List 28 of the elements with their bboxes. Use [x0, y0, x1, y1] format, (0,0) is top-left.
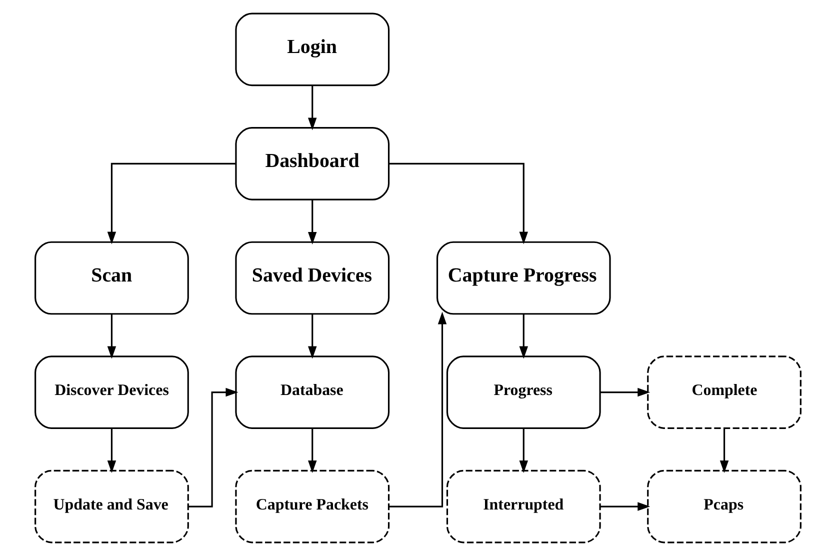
arrow	[600, 502, 650, 511]
arrow	[307, 314, 316, 359]
node-box: Update and Save	[34, 470, 188, 544]
arrow	[106, 162, 236, 244]
arrow	[106, 428, 116, 474]
arrow	[388, 312, 446, 508]
node-box: Database	[234, 356, 390, 429]
node-box: Saved Devices	[234, 241, 390, 315]
arrow	[518, 428, 528, 474]
node-box: Pcaps	[646, 470, 801, 544]
arrow	[106, 314, 116, 359]
node-box: Discover Devices	[34, 356, 188, 429]
node-box: Interrupted	[446, 470, 600, 544]
arrow	[518, 314, 528, 359]
node-box: Scan	[34, 241, 188, 315]
arrow	[600, 388, 650, 397]
node-box: Login	[234, 12, 390, 86]
arrow	[307, 86, 316, 130]
node-box: Dashboard	[234, 127, 390, 200]
node-box: Progress	[446, 356, 600, 429]
node-box: Capture Packets	[234, 470, 390, 544]
arrow	[719, 428, 728, 474]
node-box: Capture Progress	[436, 241, 610, 315]
node-box: Complete	[646, 356, 801, 429]
arrow	[307, 428, 316, 474]
arrow	[188, 388, 238, 508]
arrow	[388, 162, 528, 244]
arrow	[307, 200, 316, 244]
